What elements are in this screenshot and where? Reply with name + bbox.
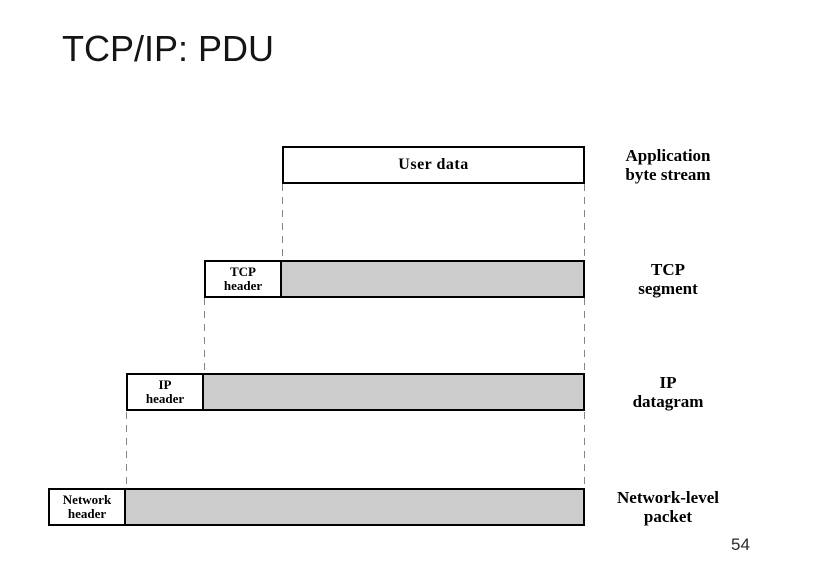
ip-header-box: IP header [126,373,204,411]
tcp-header-line-1: TCP [230,264,256,279]
tcp-data-box [280,260,585,298]
tcp-header-box: TCP header [204,260,282,298]
ip-header-label: IP header [146,378,184,406]
label-line-1: IP [659,373,677,392]
network-header-box: Network header [48,488,126,526]
page-number: 54 [731,535,750,554]
dashed-connector-right-2 [584,298,585,372]
ip-data-box [202,373,585,411]
label-line-2: segment [638,279,698,298]
label-application-byte-stream: Application byte stream [598,146,738,184]
label-tcp-segment: TCP segment [598,260,738,298]
user-data-box: User data [282,146,585,184]
ip-header-line-2: header [145,391,185,406]
label-line-2: packet [643,507,693,526]
dashed-connector-left-3 [126,412,127,487]
network-header-line-2: header [67,506,107,521]
network-data-box [124,488,585,526]
tcp-header-line-2: header [223,278,263,293]
ip-header-line-1: IP [158,377,172,392]
dashed-connector-left-1 [282,184,283,259]
dashed-connector-right-3 [584,412,585,487]
label-line-1: Network-level [617,488,719,507]
label-line-1: TCP [651,260,685,279]
label-line-1: Application [625,146,711,165]
network-header-line-1: Network [62,492,112,507]
label-ip-datagram: IP datagram [598,373,738,411]
label-line-2: byte stream [625,165,711,184]
dashed-connector-left-2 [204,298,205,372]
label-network-level-packet: Network-level packet [598,488,738,526]
label-line-2: datagram [632,392,704,411]
dashed-connector-right-1 [584,184,585,259]
network-header-label: Network header [63,493,111,521]
user-data-label: User data [398,156,469,173]
slide-title: TCP/IP: PDU [62,28,275,69]
tcp-header-label: TCP header [224,265,262,293]
